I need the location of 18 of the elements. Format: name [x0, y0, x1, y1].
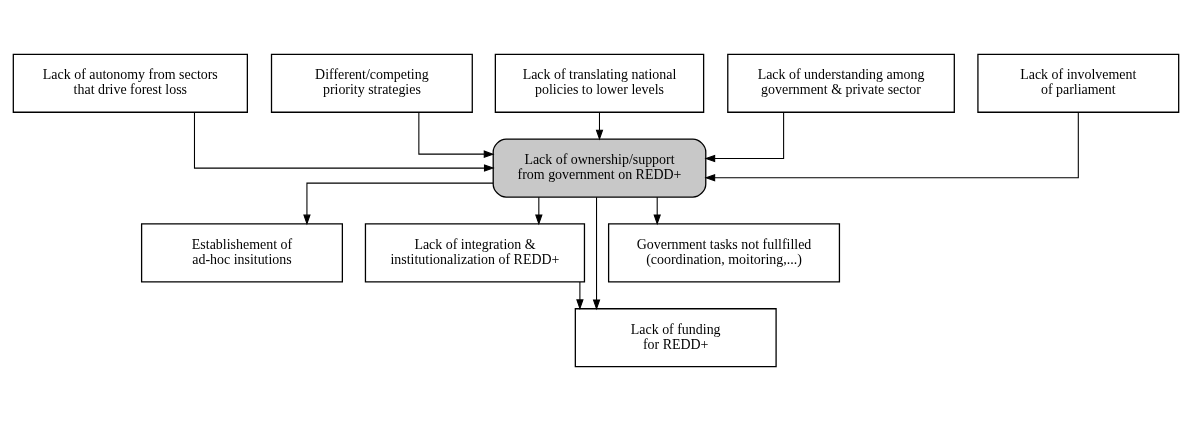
node-box: Different/competing priority strategies	[270, 53, 473, 113]
node-box: Lack of translating national policies to lower levels	[494, 53, 705, 113]
node-box: Lack of understanding among government & private sector	[727, 53, 955, 113]
arrow	[704, 112, 1079, 182]
arrow	[418, 111, 495, 158]
node-box: Government tasks not fullfilled (coordination, moitoring,...)	[607, 223, 841, 283]
arrow	[704, 112, 785, 163]
arrow	[595, 111, 604, 141]
arrow	[576, 281, 584, 311]
arrow	[592, 196, 601, 311]
node-box: Lack of autonomy from sectors that drive forest loss	[12, 53, 248, 113]
node-box: Establishement of ad-hoc insitutions	[140, 223, 343, 283]
node-box: Lack of involvement of parliament	[977, 53, 1180, 113]
arrow	[303, 182, 494, 226]
node-box: Lack of funding for REDD+	[574, 308, 777, 368]
node-box: Lack of integration & institutionalization of REDD+	[364, 223, 586, 283]
node-box: Lack of ownership/support from government on REDD+	[492, 138, 707, 198]
arrow	[193, 111, 495, 172]
